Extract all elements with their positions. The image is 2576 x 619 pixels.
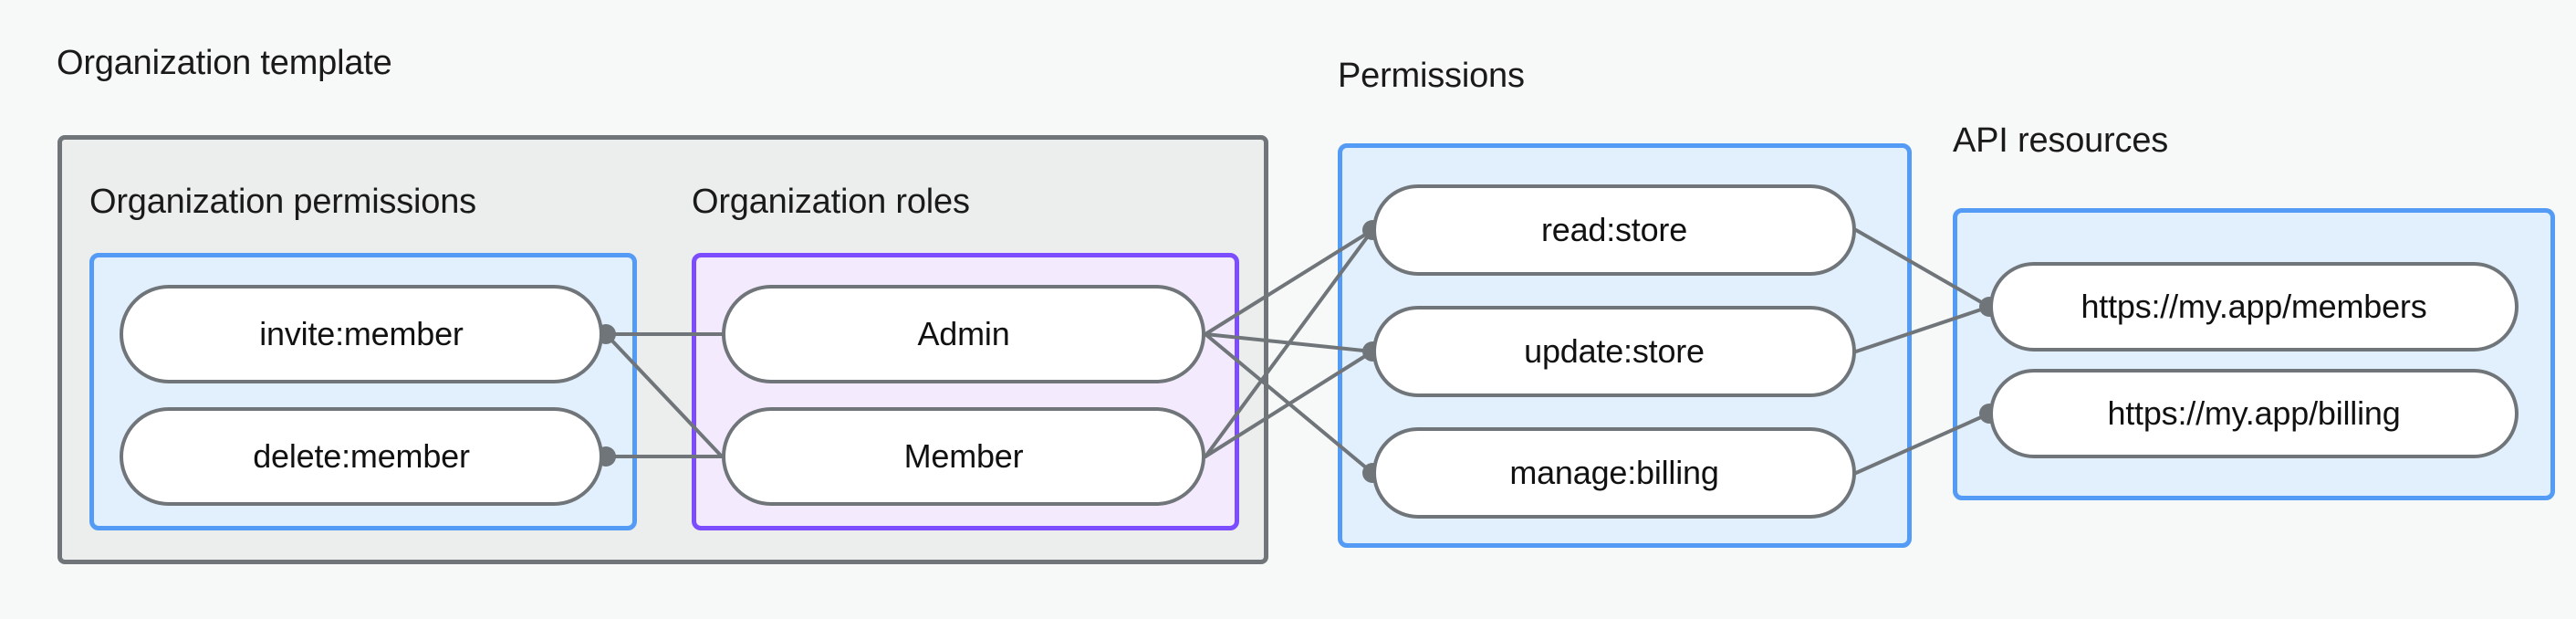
- node-label: https://my.app/members: [2081, 288, 2427, 325]
- node-label: delete:member: [253, 437, 470, 475]
- node-resource-billing[interactable]: https://my.app/billing: [1989, 369, 2519, 458]
- group-label-permissions: Permissions: [1338, 57, 1525, 95]
- node-delete-member[interactable]: delete:member: [120, 407, 603, 506]
- node-label: https://my.app/billing: [2107, 394, 2401, 432]
- group-label-api-resources: API resources: [1953, 121, 2169, 160]
- node-role-admin[interactable]: Admin: [722, 285, 1205, 383]
- node-update-store[interactable]: update:store: [1372, 306, 1856, 397]
- node-label: Member: [903, 437, 1024, 475]
- node-manage-billing[interactable]: manage:billing: [1372, 427, 1856, 519]
- node-invite-member[interactable]: invite:member: [120, 285, 603, 383]
- node-read-store[interactable]: read:store: [1372, 184, 1856, 276]
- node-label: Admin: [917, 315, 1010, 352]
- node-resource-members[interactable]: https://my.app/members: [1989, 262, 2519, 351]
- node-role-member[interactable]: Member: [722, 407, 1205, 506]
- node-label: update:store: [1524, 332, 1705, 370]
- node-label: manage:billing: [1509, 454, 1719, 491]
- subgroup-label-organization-roles: Organization roles: [692, 183, 970, 221]
- group-label-organization-template: Organization template: [57, 44, 392, 82]
- subgroup-label-organization-permissions: Organization permissions: [89, 183, 476, 221]
- node-label: invite:member: [259, 315, 464, 352]
- node-label: read:store: [1540, 211, 1688, 248]
